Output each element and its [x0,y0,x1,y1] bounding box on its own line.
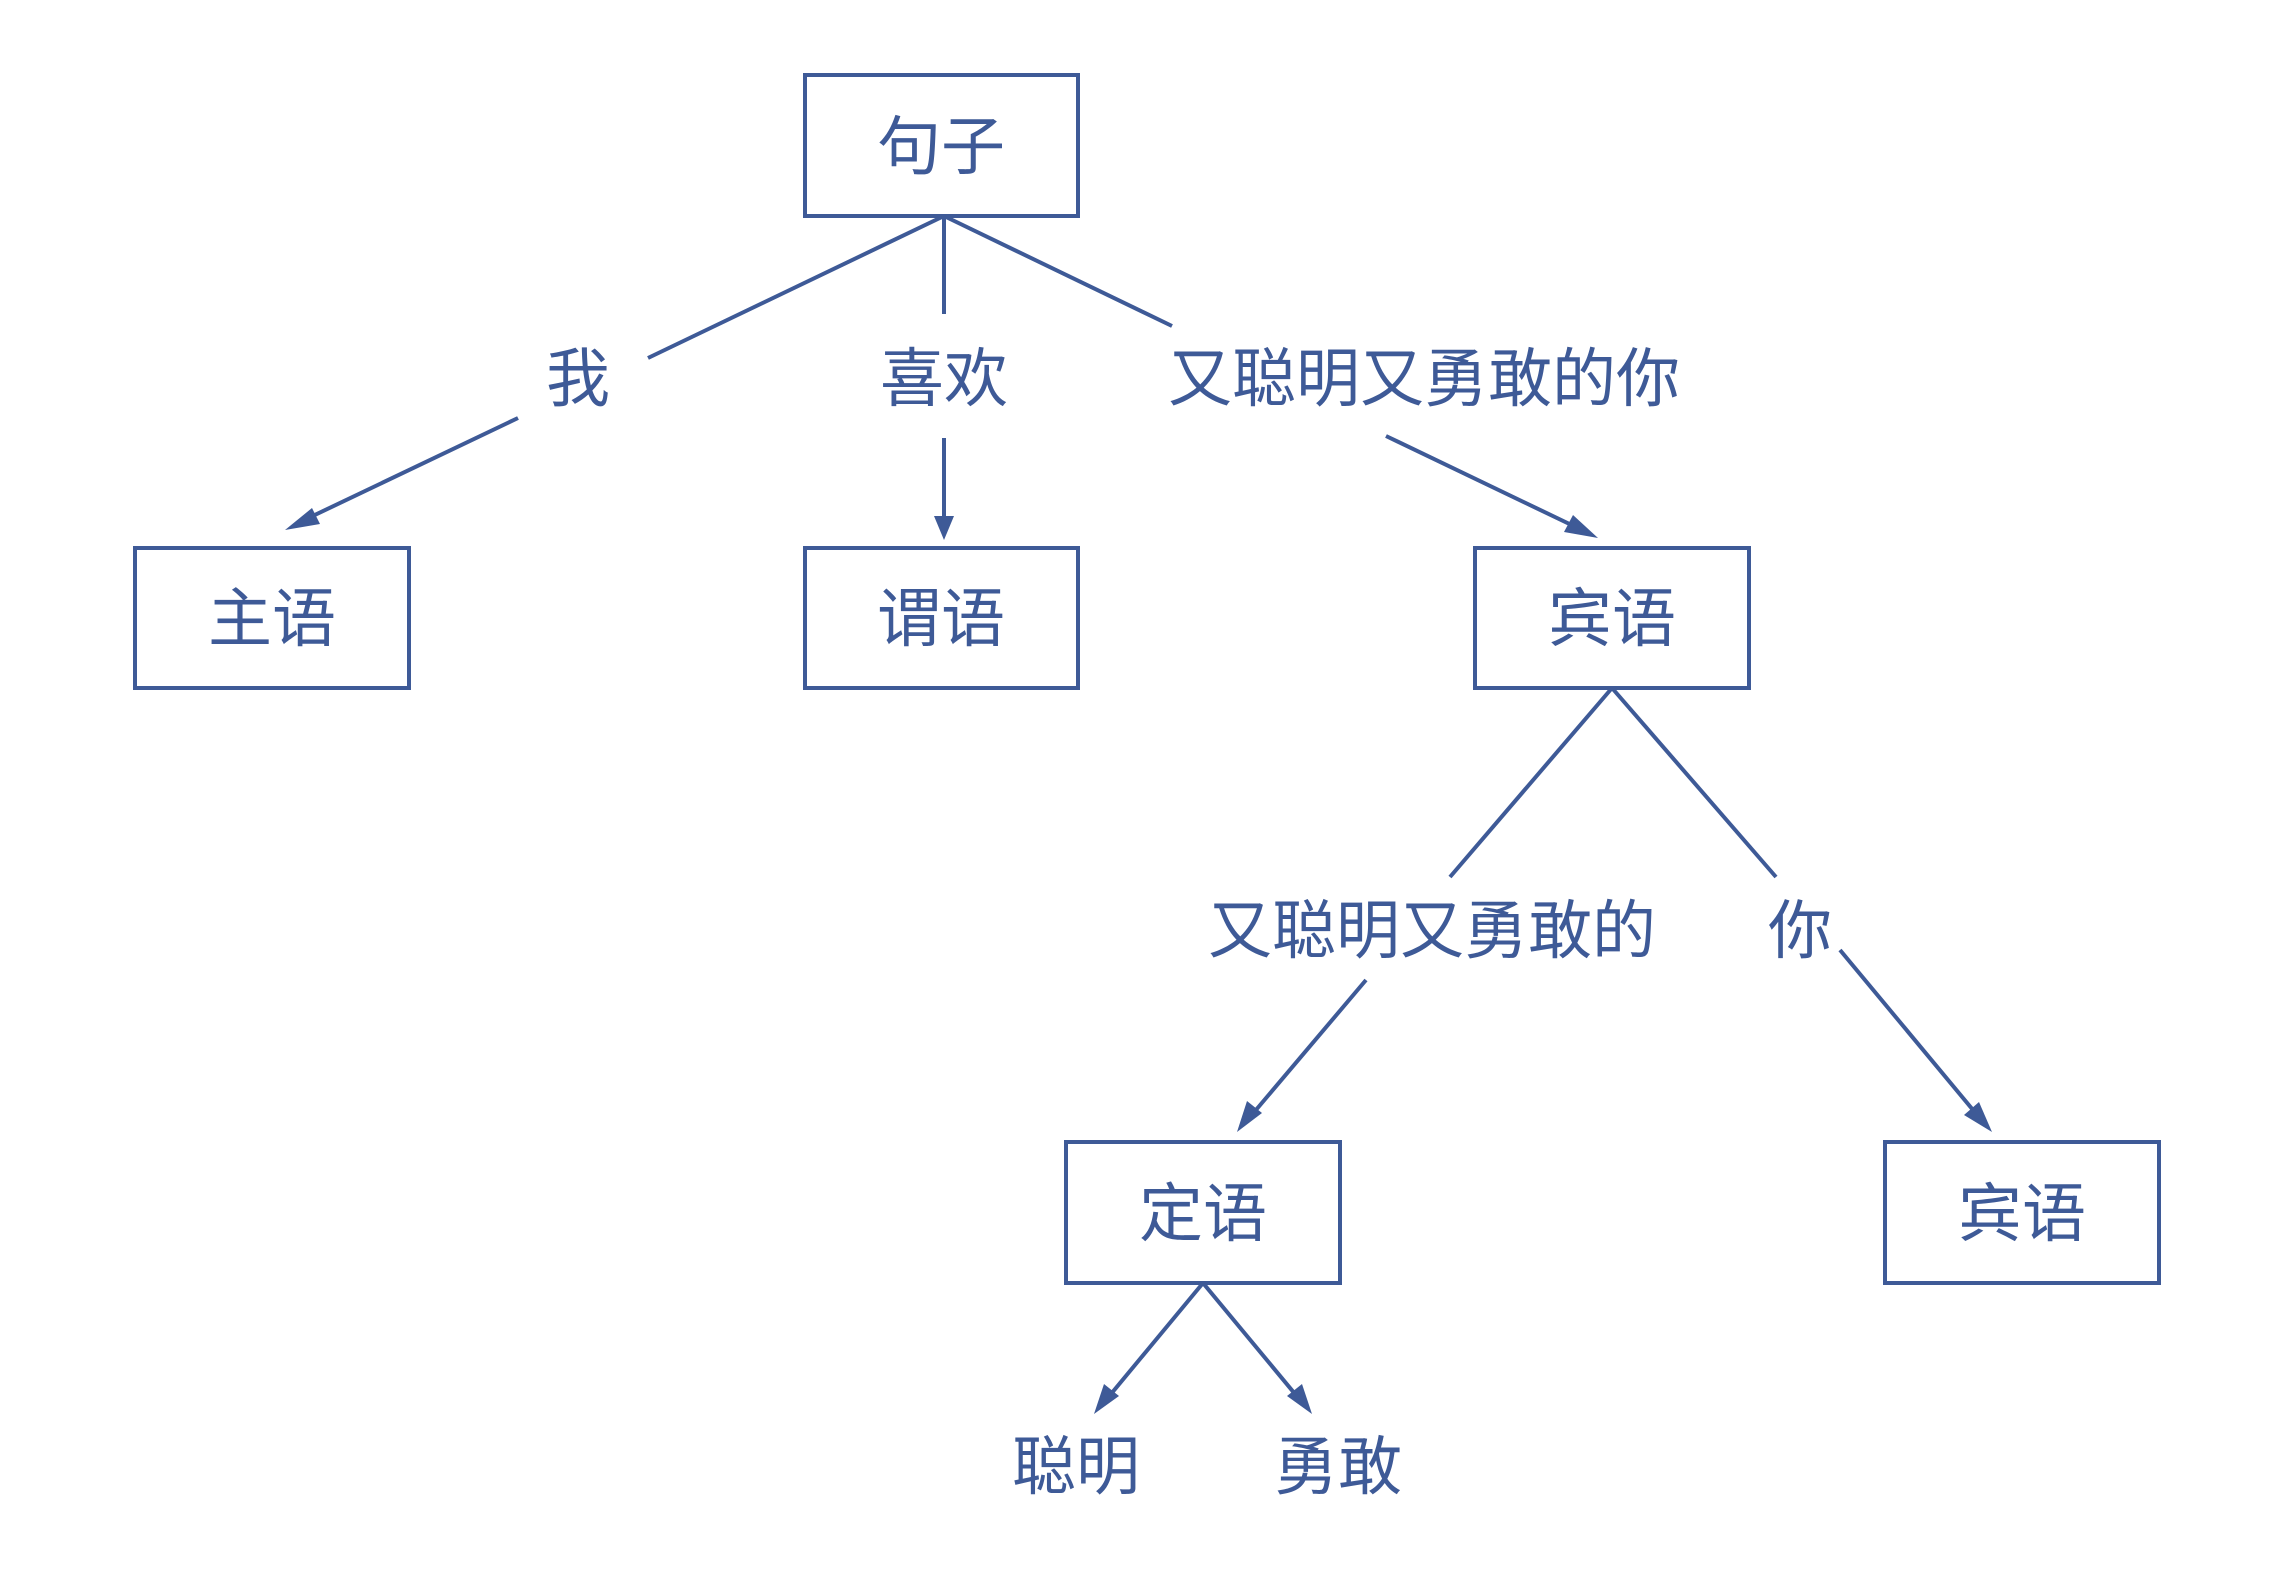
node-object-label: 宾语 [1548,583,1676,657]
edge-attributive-brave [1201,1281,1312,1414]
node-object-inner-label: 宾语 [1958,1178,2086,1252]
node-subject: 主语 [133,546,411,690]
edge-label-subject: 我 [546,343,610,417]
node-attributive-label: 定语 [1139,1178,1267,1252]
node-root: 句子 [803,73,1080,218]
edge-root-object [943,214,1598,538]
edge-root-predicate [934,216,954,540]
edge-object-attributive [1237,686,1614,1132]
node-subject-label: 主语 [208,583,336,657]
edge-label-attributive: 又聪明又勇敢的 [1208,895,1656,969]
edge-object-innerobject [1610,686,1992,1132]
edge-root-subject [285,214,945,530]
edge-label-predicate: 喜欢 [880,343,1008,417]
edge-label-object: 又聪明又勇敢的你 [1168,343,1680,417]
edge-label-object-inner: 你 [1768,895,1832,969]
edge-attributive-smart [1094,1281,1205,1414]
leaf-label-brave: 勇敢 [1274,1431,1402,1505]
node-object: 宾语 [1473,546,1751,690]
node-object-inner: 宾语 [1883,1140,2161,1285]
node-attributive: 定语 [1064,1140,1342,1285]
leaf-label-smart: 聪明 [1012,1431,1140,1505]
node-predicate-label: 谓语 [877,583,1005,657]
node-root-label: 句子 [877,111,1005,185]
node-predicate: 谓语 [803,546,1080,690]
